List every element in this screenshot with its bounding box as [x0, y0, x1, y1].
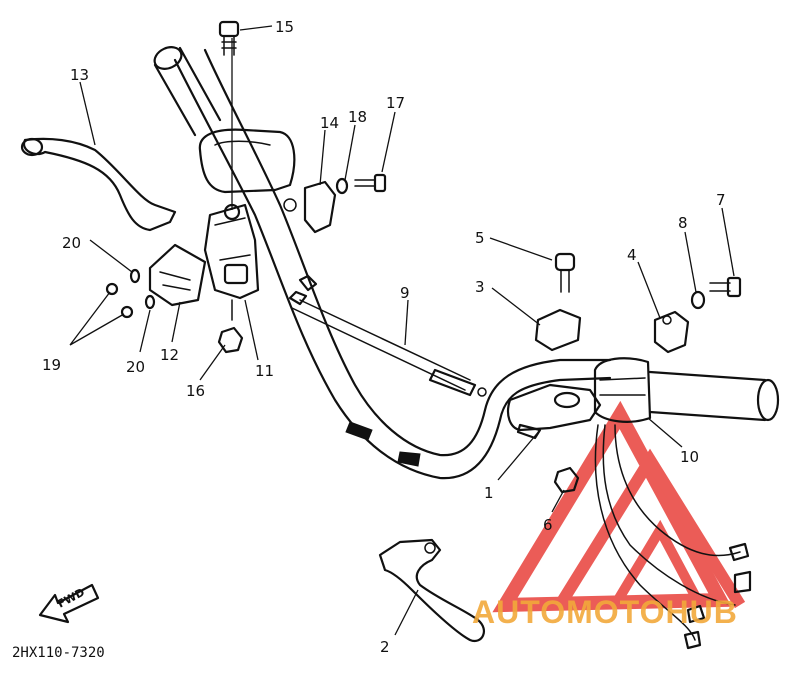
washers-20	[129, 268, 156, 310]
callout-6: 6	[543, 516, 553, 534]
left-grip	[153, 46, 222, 137]
bolt-5	[554, 252, 576, 293]
callout-5: 5	[475, 229, 485, 247]
washer-8	[690, 290, 706, 310]
callout-17: 17	[386, 94, 405, 112]
forward-arrow: FWD	[38, 583, 100, 624]
clutch-lever	[20, 137, 177, 232]
callout-2: 2	[380, 638, 390, 656]
callout-8: 8	[678, 214, 688, 232]
diagram-code: 2HX110-7320	[12, 645, 105, 661]
callout-4: 4	[627, 246, 637, 264]
callout-11: 11	[255, 362, 274, 380]
screw-17	[354, 173, 387, 193]
clamp-14	[303, 180, 337, 234]
callout-20-upper: 20	[62, 234, 81, 252]
holder-4	[653, 310, 690, 354]
brake-lever	[378, 538, 486, 643]
clutch-lever-holder	[203, 203, 260, 321]
callout-14: 14	[320, 114, 339, 132]
left-switch-housing	[198, 128, 297, 212]
switch-wiring	[594, 424, 752, 650]
washer-18	[335, 177, 349, 195]
throttle-cable	[288, 274, 487, 397]
bolt-15	[218, 20, 240, 56]
callout-13: 13	[70, 66, 89, 84]
brake-master-cylinder	[506, 383, 602, 440]
screw-7	[709, 276, 742, 298]
callout-19: 19	[42, 356, 61, 374]
callout-12: 12	[160, 346, 179, 364]
callout-1: 1	[484, 484, 494, 502]
watermark-text: AUTOMOTOHUB	[472, 594, 738, 630]
callout-labels: 15 13 14 18 17 20 19 20 12 16 11 9 5 3 4…	[42, 18, 726, 656]
callout-15: 15	[275, 18, 294, 36]
callout-18: 18	[348, 108, 367, 126]
forward-label: FWD	[55, 586, 87, 611]
callout-20-lower: 20	[126, 358, 145, 376]
switch-plate	[148, 243, 207, 307]
nut-6	[553, 466, 580, 494]
callout-3: 3	[475, 278, 485, 296]
nut-16	[217, 326, 244, 354]
callout-7: 7	[716, 191, 726, 209]
switch-3	[534, 308, 582, 352]
handlebar	[173, 48, 612, 480]
right-switch-housing	[593, 357, 780, 423]
callout-10: 10	[680, 448, 699, 466]
watermark-logo	[492, 400, 746, 613]
screws-19	[105, 282, 134, 319]
callout-9: 9	[400, 284, 410, 302]
callout-16: 16	[186, 382, 205, 400]
leader-lines	[69, 25, 735, 636]
